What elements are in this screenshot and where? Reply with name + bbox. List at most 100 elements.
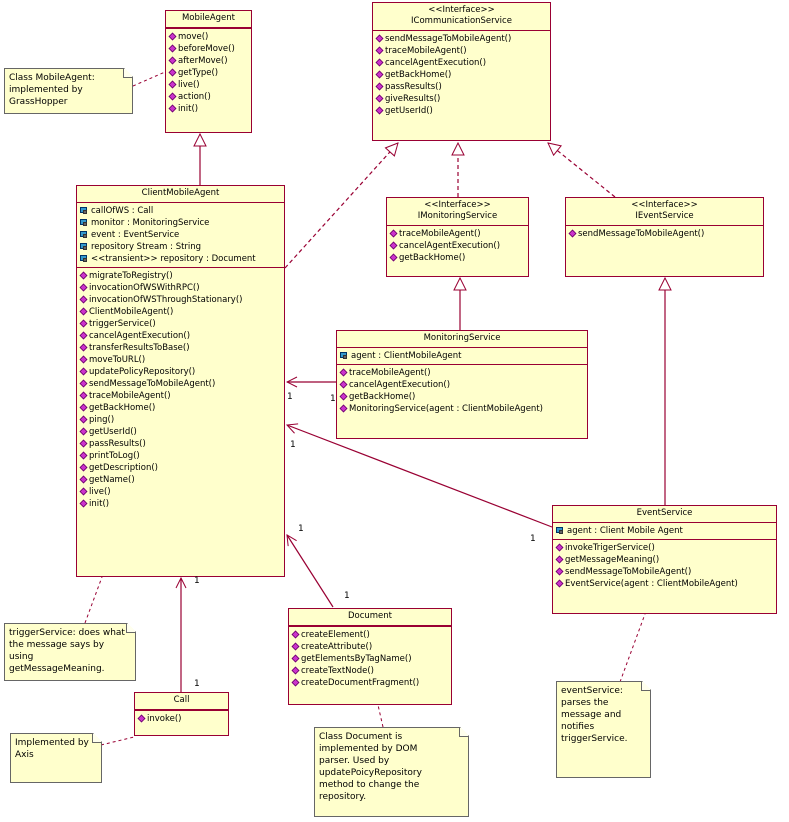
operation: migrateToRegistry() bbox=[79, 270, 281, 282]
attributes-compartment: agent : ClientMobileAgent bbox=[337, 348, 587, 365]
operation-icon bbox=[168, 44, 177, 53]
operation-icon bbox=[79, 343, 88, 352]
operation-icon bbox=[79, 487, 88, 496]
operation: transferResultsToBase() bbox=[79, 342, 281, 354]
note-trigger-service: triggerService: does what the message sa… bbox=[4, 623, 136, 681]
operation: traceMobileAgent() bbox=[389, 228, 525, 240]
attribute-icon bbox=[80, 219, 89, 226]
operation: updatePolicyRepository() bbox=[79, 366, 281, 378]
operation-icon bbox=[79, 331, 88, 340]
operation: live() bbox=[79, 486, 281, 498]
operation: getDescription() bbox=[79, 462, 281, 474]
operation-icon bbox=[79, 295, 88, 304]
operation: move() bbox=[168, 31, 248, 43]
class-document[interactable]: Document createElement() createAttribute… bbox=[288, 608, 452, 705]
operation: printToLog() bbox=[79, 450, 281, 462]
operation: beforeMove() bbox=[168, 43, 248, 55]
operation-icon bbox=[375, 58, 384, 67]
class-name: MobileAgent bbox=[181, 13, 236, 23]
operation: invokeTrigerService() bbox=[555, 542, 773, 554]
operation: createTextNode() bbox=[291, 665, 448, 677]
operation-icon bbox=[168, 56, 177, 65]
operation-icon bbox=[339, 380, 348, 389]
note-fold-icon bbox=[641, 682, 650, 691]
operation: EventService(agent : ClientMobileAgent) bbox=[555, 578, 773, 590]
multiplicity-label: 1 bbox=[344, 591, 350, 601]
operation: cancelAgentExecution() bbox=[339, 379, 584, 391]
attribute: monitor : MonitoringService bbox=[80, 217, 281, 229]
stereotype: <<Interface>> bbox=[631, 200, 698, 210]
operation-icon bbox=[79, 307, 88, 316]
class-client-mobile-agent[interactable]: ClientMobileAgent callOfWS : Call monito… bbox=[76, 185, 285, 577]
operation-icon bbox=[79, 271, 88, 280]
attribute: <<transient>> repository : Document bbox=[80, 253, 281, 265]
operation-icon bbox=[79, 391, 88, 400]
operation-icon bbox=[168, 32, 177, 41]
interface-ievent-service[interactable]: <<Interface>>IEventService sendMessageTo… bbox=[565, 197, 764, 277]
operation-icon bbox=[79, 499, 88, 508]
operation: cancelAgentExecution() bbox=[79, 330, 281, 342]
attribute-icon bbox=[340, 352, 349, 359]
operation-icon bbox=[79, 379, 88, 388]
operation: getBackHome() bbox=[375, 69, 547, 81]
attribute-icon bbox=[80, 255, 89, 262]
class-name: Document bbox=[347, 611, 393, 621]
operation: afterMove() bbox=[168, 55, 248, 67]
operation: ClientMobileAgent() bbox=[79, 306, 281, 318]
class-mobile-agent[interactable]: MobileAgent move() beforeMove() afterMov… bbox=[165, 10, 252, 133]
operations-compartment: invokeTrigerService() getMessageMeaning(… bbox=[553, 540, 776, 592]
note-link-document bbox=[377, 704, 384, 728]
class-name: IEventService bbox=[635, 211, 694, 221]
operation-icon bbox=[555, 567, 564, 576]
operation: getElementsByTagName() bbox=[291, 653, 448, 665]
operation-icon bbox=[339, 392, 348, 401]
operation: live() bbox=[168, 79, 248, 91]
note-document: Class Document is implemented by DOM par… bbox=[314, 727, 469, 817]
attribute-icon bbox=[80, 231, 89, 238]
operation: moveToURL() bbox=[79, 354, 281, 366]
operation: cancelAgentExecution() bbox=[389, 240, 525, 252]
attribute: agent : ClientMobileAgent bbox=[340, 350, 584, 362]
attributes-compartment: agent : Client Mobile Agent bbox=[553, 523, 776, 540]
multiplicity-label: 1 bbox=[290, 440, 296, 450]
operation-icon bbox=[555, 555, 564, 564]
operation: getMessageMeaning() bbox=[555, 554, 773, 566]
operation: invoke() bbox=[137, 713, 225, 725]
assoc-es-cma bbox=[287, 425, 553, 528]
note-link-trigger bbox=[84, 576, 103, 624]
operation: getBackHome() bbox=[79, 402, 281, 414]
operations-compartment: sendMessageToMobileAgent() bbox=[566, 226, 763, 242]
operation-icon bbox=[291, 654, 300, 663]
operation: triggerService() bbox=[79, 318, 281, 330]
operation-icon bbox=[375, 34, 384, 43]
operation-icon bbox=[79, 439, 88, 448]
interface-icommunication-service[interactable]: <<Interface>>ICommunicationService sendM… bbox=[372, 2, 551, 141]
class-name: Call bbox=[173, 695, 190, 705]
operation-icon bbox=[555, 579, 564, 588]
multiplicity-label: 1 bbox=[298, 524, 304, 534]
operation-icon bbox=[168, 104, 177, 113]
interface-imonitoring-service[interactable]: <<Interface>>IMonitoringService traceMob… bbox=[386, 197, 529, 277]
operation-icon bbox=[291, 666, 300, 675]
note-fold-icon bbox=[126, 624, 135, 633]
operation: getUserId() bbox=[375, 105, 547, 117]
operation-icon bbox=[339, 368, 348, 377]
operation-icon bbox=[79, 367, 88, 376]
operation: init() bbox=[79, 498, 281, 510]
operation-icon bbox=[291, 678, 300, 687]
attributes-compartment bbox=[289, 626, 451, 627]
class-call[interactable]: Call invoke() bbox=[134, 692, 229, 736]
operation: sendMessageToMobileAgent() bbox=[568, 228, 760, 240]
operation-icon bbox=[389, 241, 398, 250]
operation-icon bbox=[137, 714, 146, 723]
operation: giveResults() bbox=[375, 93, 547, 105]
operation-icon bbox=[79, 319, 88, 328]
note-fold-icon bbox=[123, 69, 132, 78]
attribute: event : EventService bbox=[80, 229, 281, 241]
class-monitoring-service[interactable]: MonitoringService agent : ClientMobileAg… bbox=[336, 330, 588, 439]
operation: sendMessageToMobileAgent() bbox=[375, 33, 547, 45]
operation: traceMobileAgent() bbox=[375, 45, 547, 57]
operation-icon bbox=[339, 404, 348, 413]
class-event-service[interactable]: EventService agent : Client Mobile Agent… bbox=[552, 505, 777, 614]
attributes-compartment: callOfWS : Call monitor : MonitoringServ… bbox=[77, 203, 284, 268]
